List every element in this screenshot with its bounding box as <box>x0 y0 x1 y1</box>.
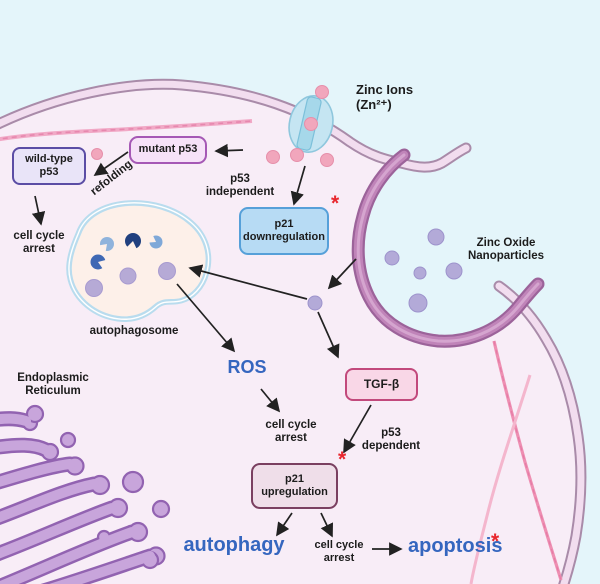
p21-down-line1: p21 <box>274 217 294 230</box>
mutant-p53-box: mutant p53 <box>129 136 207 164</box>
cytoskeleton-filament <box>493 340 562 581</box>
cell-cycle-arrest-mid-label: cell cycle arrest <box>265 419 317 445</box>
cell-cycle-arrest-left-label: cell cycle arrest <box>13 230 65 256</box>
arrow-wildtype-to-arrest <box>31 195 46 226</box>
p21-down-line2: downregulation <box>243 231 325 243</box>
p21-downregulation-box: p21 downregulation <box>239 207 329 255</box>
p21-up-asterisk: * <box>338 448 347 471</box>
arrow-p21up-to-arrest <box>320 512 334 538</box>
tgf-beta-box: TGF-β <box>345 368 418 401</box>
autophagy-label: autophagy <box>183 534 285 556</box>
cytoskeleton-filament <box>469 374 532 584</box>
cell-membrane <box>0 78 587 584</box>
arrow-cup-to-particle <box>327 258 357 290</box>
arrow-refolding <box>93 151 129 176</box>
ros-label: ROS <box>227 357 267 377</box>
p21-down-asterisk: * <box>331 192 340 215</box>
cytoskeleton-filament <box>0 119 253 142</box>
endoplasmic-reticulum-label: Endoplasmic Reticulum <box>17 372 89 398</box>
arrow-particle-to-autophagosome <box>188 264 308 300</box>
arrow-particle-to-tgfb <box>317 311 340 359</box>
arrow-ros-to-arrest <box>260 388 281 413</box>
zinc-ions-line2: (Zn²⁺) <box>356 96 392 112</box>
tgf-beta-label: TGF-β <box>363 377 400 392</box>
p21-up-line1: p21 <box>285 472 304 485</box>
wild-type-p53-box: wild-type p53 <box>12 147 86 185</box>
p53-dependent-label: p53 dependent <box>361 427 421 453</box>
autophagosome-icon <box>66 200 212 322</box>
arrow-autophagosome-to-ros <box>176 283 236 353</box>
zinc-ions-label: Zinc Ions (Zn²⁺) <box>356 82 414 113</box>
wild-type-p53-line2: p53 <box>39 166 59 178</box>
er-icon <box>0 404 171 584</box>
cell-cycle-arrest-bottom-label: cell cycle arrest <box>314 539 364 564</box>
p53-independent-label: p53 independent <box>205 173 275 199</box>
zinc-ion-dot <box>91 85 334 167</box>
zinc-ions-line1: Zinc Ions <box>356 82 414 97</box>
arrow-tgfb-to-p21up <box>343 404 372 454</box>
p21-up-line2: upregulation <box>261 486 328 498</box>
apoptosis-asterisk: * <box>491 530 500 553</box>
endocytic-cup-icon <box>351 148 545 348</box>
mutant-p53-label: mutant p53 <box>138 143 198 156</box>
arrow-p21up-to-autophagy <box>276 512 293 537</box>
wild-type-p53-line1: wild-type <box>25 152 73 165</box>
arrow-ions-to-mutant-p53 <box>214 143 244 158</box>
nanoparticle-dot <box>307 228 463 313</box>
arrow-ions-to-p21down <box>290 165 306 206</box>
p21-upregulation-box: p21 upregulation <box>251 463 338 509</box>
zinc-oxide-nanoparticles-label: Zinc Oxide Nanoparticles <box>467 237 545 263</box>
autophagosome-label: autophagosome <box>89 325 179 337</box>
apoptosis-label: apoptosis <box>408 535 503 557</box>
